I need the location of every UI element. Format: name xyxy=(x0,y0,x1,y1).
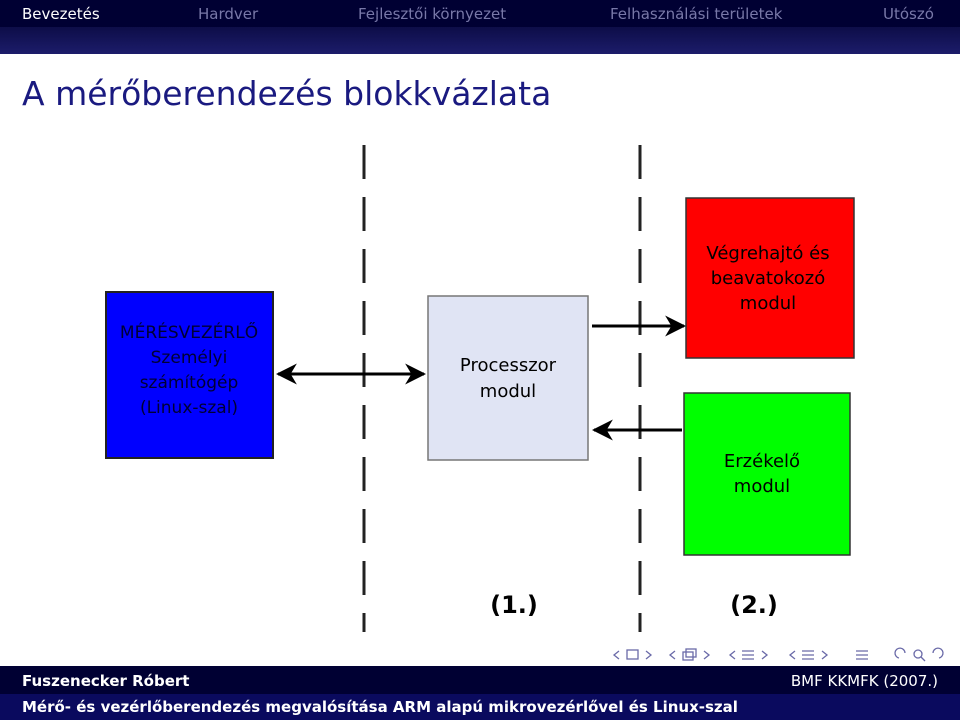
prev-subsection-icon[interactable] xyxy=(728,650,736,660)
next-slide-icon[interactable] xyxy=(645,650,653,660)
sensor-block-line-1: Erzékelő xyxy=(724,451,800,472)
zone-label-2: (2.) xyxy=(730,591,778,619)
sensor-block-line-2: modul xyxy=(734,476,790,497)
document-icon[interactable] xyxy=(856,650,868,660)
actuator-block-line-1: Végrehajtó és xyxy=(706,243,829,264)
zone-label-1: (1.) xyxy=(490,591,538,619)
nav-tab-hardver[interactable]: Hardver xyxy=(198,5,259,23)
footer-institute: BMF KKMFK (2007.) xyxy=(790,672,938,690)
header-shade-bar xyxy=(0,27,960,54)
back-icon[interactable] xyxy=(894,647,906,659)
top-navigation-bar: Bevezetés Hardver Fejlesztői környezet F… xyxy=(0,0,960,27)
forward-icon[interactable] xyxy=(932,647,944,659)
actuator-block-line-2: beavatokozó xyxy=(711,268,826,289)
pc-block: MÉRÉSVEZÉRLŐ Személyi számítógép (Linux-… xyxy=(105,291,274,459)
actuator-block-line-3: modul xyxy=(740,293,796,314)
nav-tab-fejlesztoi-kornyezet[interactable]: Fejlesztői környezet xyxy=(358,5,507,23)
next-subsection-icon[interactable] xyxy=(761,650,769,660)
footer-author: Fuszenecker Róbert xyxy=(22,672,190,690)
next-section-icon[interactable] xyxy=(821,650,829,660)
pc-block-line-3: számítógép xyxy=(140,373,239,393)
frame-stack-icon[interactable] xyxy=(682,648,697,661)
pc-block-line-1: MÉRÉSVEZÉRLŐ xyxy=(120,321,258,343)
pc-block-line-2: Személyi xyxy=(151,348,228,368)
section-icon[interactable] xyxy=(802,650,814,660)
prev-frame-icon[interactable] xyxy=(668,650,676,660)
slide-title: A mérőberendezés blokkvázlata xyxy=(22,74,552,113)
actuator-block: Végrehajtó és beavatokozó modul xyxy=(685,197,855,359)
processor-block: Processzor modul xyxy=(427,295,589,461)
subsection-icon[interactable] xyxy=(742,650,754,660)
footer-author-bar: Fuszenecker Róbert BMF KKMFK (2007.) xyxy=(0,666,960,694)
nav-tab-bevezetes[interactable]: Bevezetés xyxy=(22,5,100,23)
nav-tab-felhasznalasi-teruletek[interactable]: Felhasználási területek xyxy=(610,5,783,23)
processor-block-line-2: modul xyxy=(480,381,536,402)
next-frame-icon[interactable] xyxy=(703,650,711,660)
pc-block-line-4: (Linux-szal) xyxy=(140,398,238,418)
beamer-navigation-symbols xyxy=(612,647,944,662)
nav-tab-utoszo[interactable]: Utószó xyxy=(883,5,934,23)
sensor-block: Erzékelő modul xyxy=(683,392,851,556)
prev-slide-icon[interactable] xyxy=(612,650,620,660)
prev-section-icon[interactable] xyxy=(788,650,796,660)
footer-title-bar: Mérő- és vezérlőberendezés megvalósítása… xyxy=(0,694,960,720)
processor-block-line-1: Processzor xyxy=(460,355,557,376)
footer-talk-title: Mérő- és vezérlőberendezés megvalósítása… xyxy=(22,698,738,716)
slide-frame-icon[interactable] xyxy=(626,649,639,660)
search-icon[interactable] xyxy=(913,649,926,662)
